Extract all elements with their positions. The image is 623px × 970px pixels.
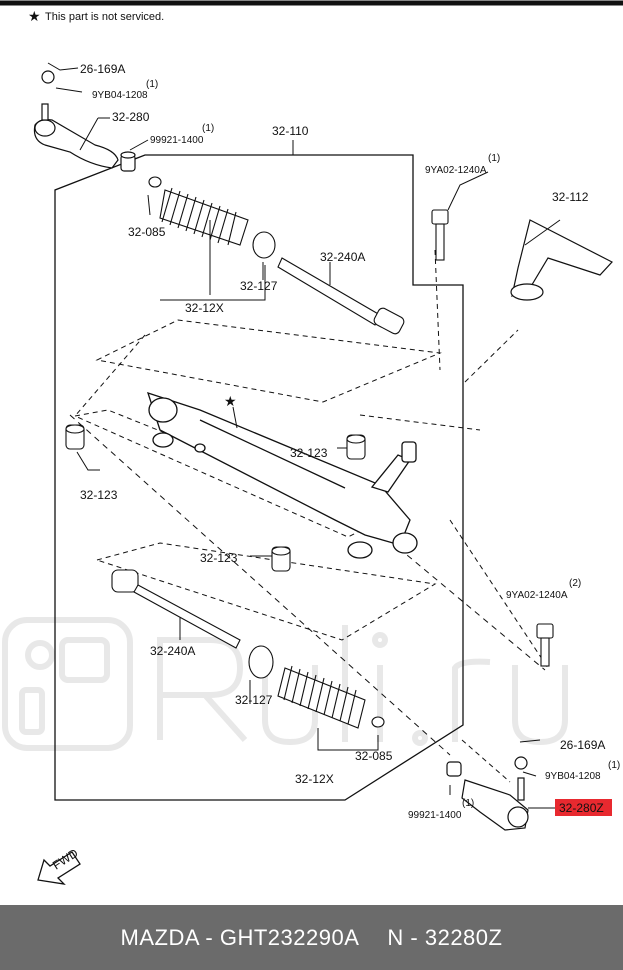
inner-tie-rod-bottom [111, 569, 241, 649]
label-9yb04-top: 9YB04-1208 [92, 90, 148, 101]
label-32-12x-bot: 32-12X [295, 772, 334, 786]
label-9ya02-top: 9YA02-1240A [425, 165, 487, 176]
bolt-top [431, 209, 449, 261]
footer-bar: MAZDA - GHT232290A N - 32280Z [0, 905, 623, 970]
label-9ya02-top-qty: (1) [488, 153, 500, 164]
label-32-123-left: 32-123 [80, 488, 118, 502]
leader-lines [47, 62, 561, 809]
fwd-arrow-icon [37, 851, 81, 885]
label-32-123-right: 32-123 [290, 446, 328, 460]
parts-diagram: ★ This part is not serviced. [0, 0, 623, 885]
label-99921-bot-qty: (1) [462, 798, 474, 809]
label-32-085-bot: 32-085 [355, 749, 393, 763]
label-32-127-top: 32-127 [240, 279, 278, 293]
rack-star-mark: ★ [224, 393, 237, 409]
tie-rod-end-bottom [461, 756, 529, 831]
label-32-240a-bot: 32-240A [150, 644, 195, 658]
bellows-boot-bottom [248, 645, 385, 729]
label-99921-bot: 99921-1400 [408, 810, 462, 821]
assembly-outline [54, 154, 464, 801]
lock-nut-bottom [446, 761, 462, 777]
label-32-280: 32-280 [112, 110, 150, 124]
note-star: ★ [28, 8, 41, 24]
label-26-169a-bot: 26-169A [560, 738, 605, 752]
label-32-280z: 32-280Z [559, 801, 604, 815]
label-9ya02-bot-qty: (2) [569, 578, 581, 589]
label-32-12x-top: 32-12X [185, 301, 224, 315]
label-32-112: 32-112 [552, 190, 589, 204]
label-26-169a-top: 26-169A [80, 62, 125, 76]
label-32-085-top: 32-085 [128, 225, 166, 239]
lock-nut-top [120, 151, 136, 172]
label-9yb04-top-qty: (1) [146, 79, 158, 90]
label-32-123-mid: 32-123 [200, 551, 238, 565]
bellows-boot-top [148, 176, 276, 259]
label-9yb04-bot: 9YB04-1208 [545, 771, 601, 782]
label-9ya02-bot: 9YA02-1240A [506, 590, 568, 601]
bushing-mid [271, 546, 291, 572]
label-99921-top-qty: (1) [202, 123, 214, 134]
footer-part-number: MAZDA - GHT232290A [120, 924, 360, 950]
label-32-127-bot: 32-127 [235, 693, 273, 707]
label-32-240a-top: 32-240A [320, 250, 365, 264]
steering-rack-housing [146, 391, 418, 559]
label-9yb04-bot-qty: (1) [608, 760, 620, 771]
label-99921-top: 99921-1400 [150, 135, 204, 146]
note-text: This part is not serviced. [45, 11, 164, 23]
inner-tie-rod-top [277, 257, 405, 335]
mount-bracket-32-112 [510, 219, 613, 301]
highlight-box-32-280z [555, 799, 612, 816]
label-32-110: 32-110 [272, 124, 309, 138]
bushing-left [65, 424, 85, 450]
dashed-axis-lines [69, 414, 546, 756]
tie-rod-end-top [33, 70, 119, 169]
bushing-right [346, 434, 366, 460]
footer-code: N - 32280Z [387, 924, 503, 950]
bolt-bottom [536, 623, 554, 667]
